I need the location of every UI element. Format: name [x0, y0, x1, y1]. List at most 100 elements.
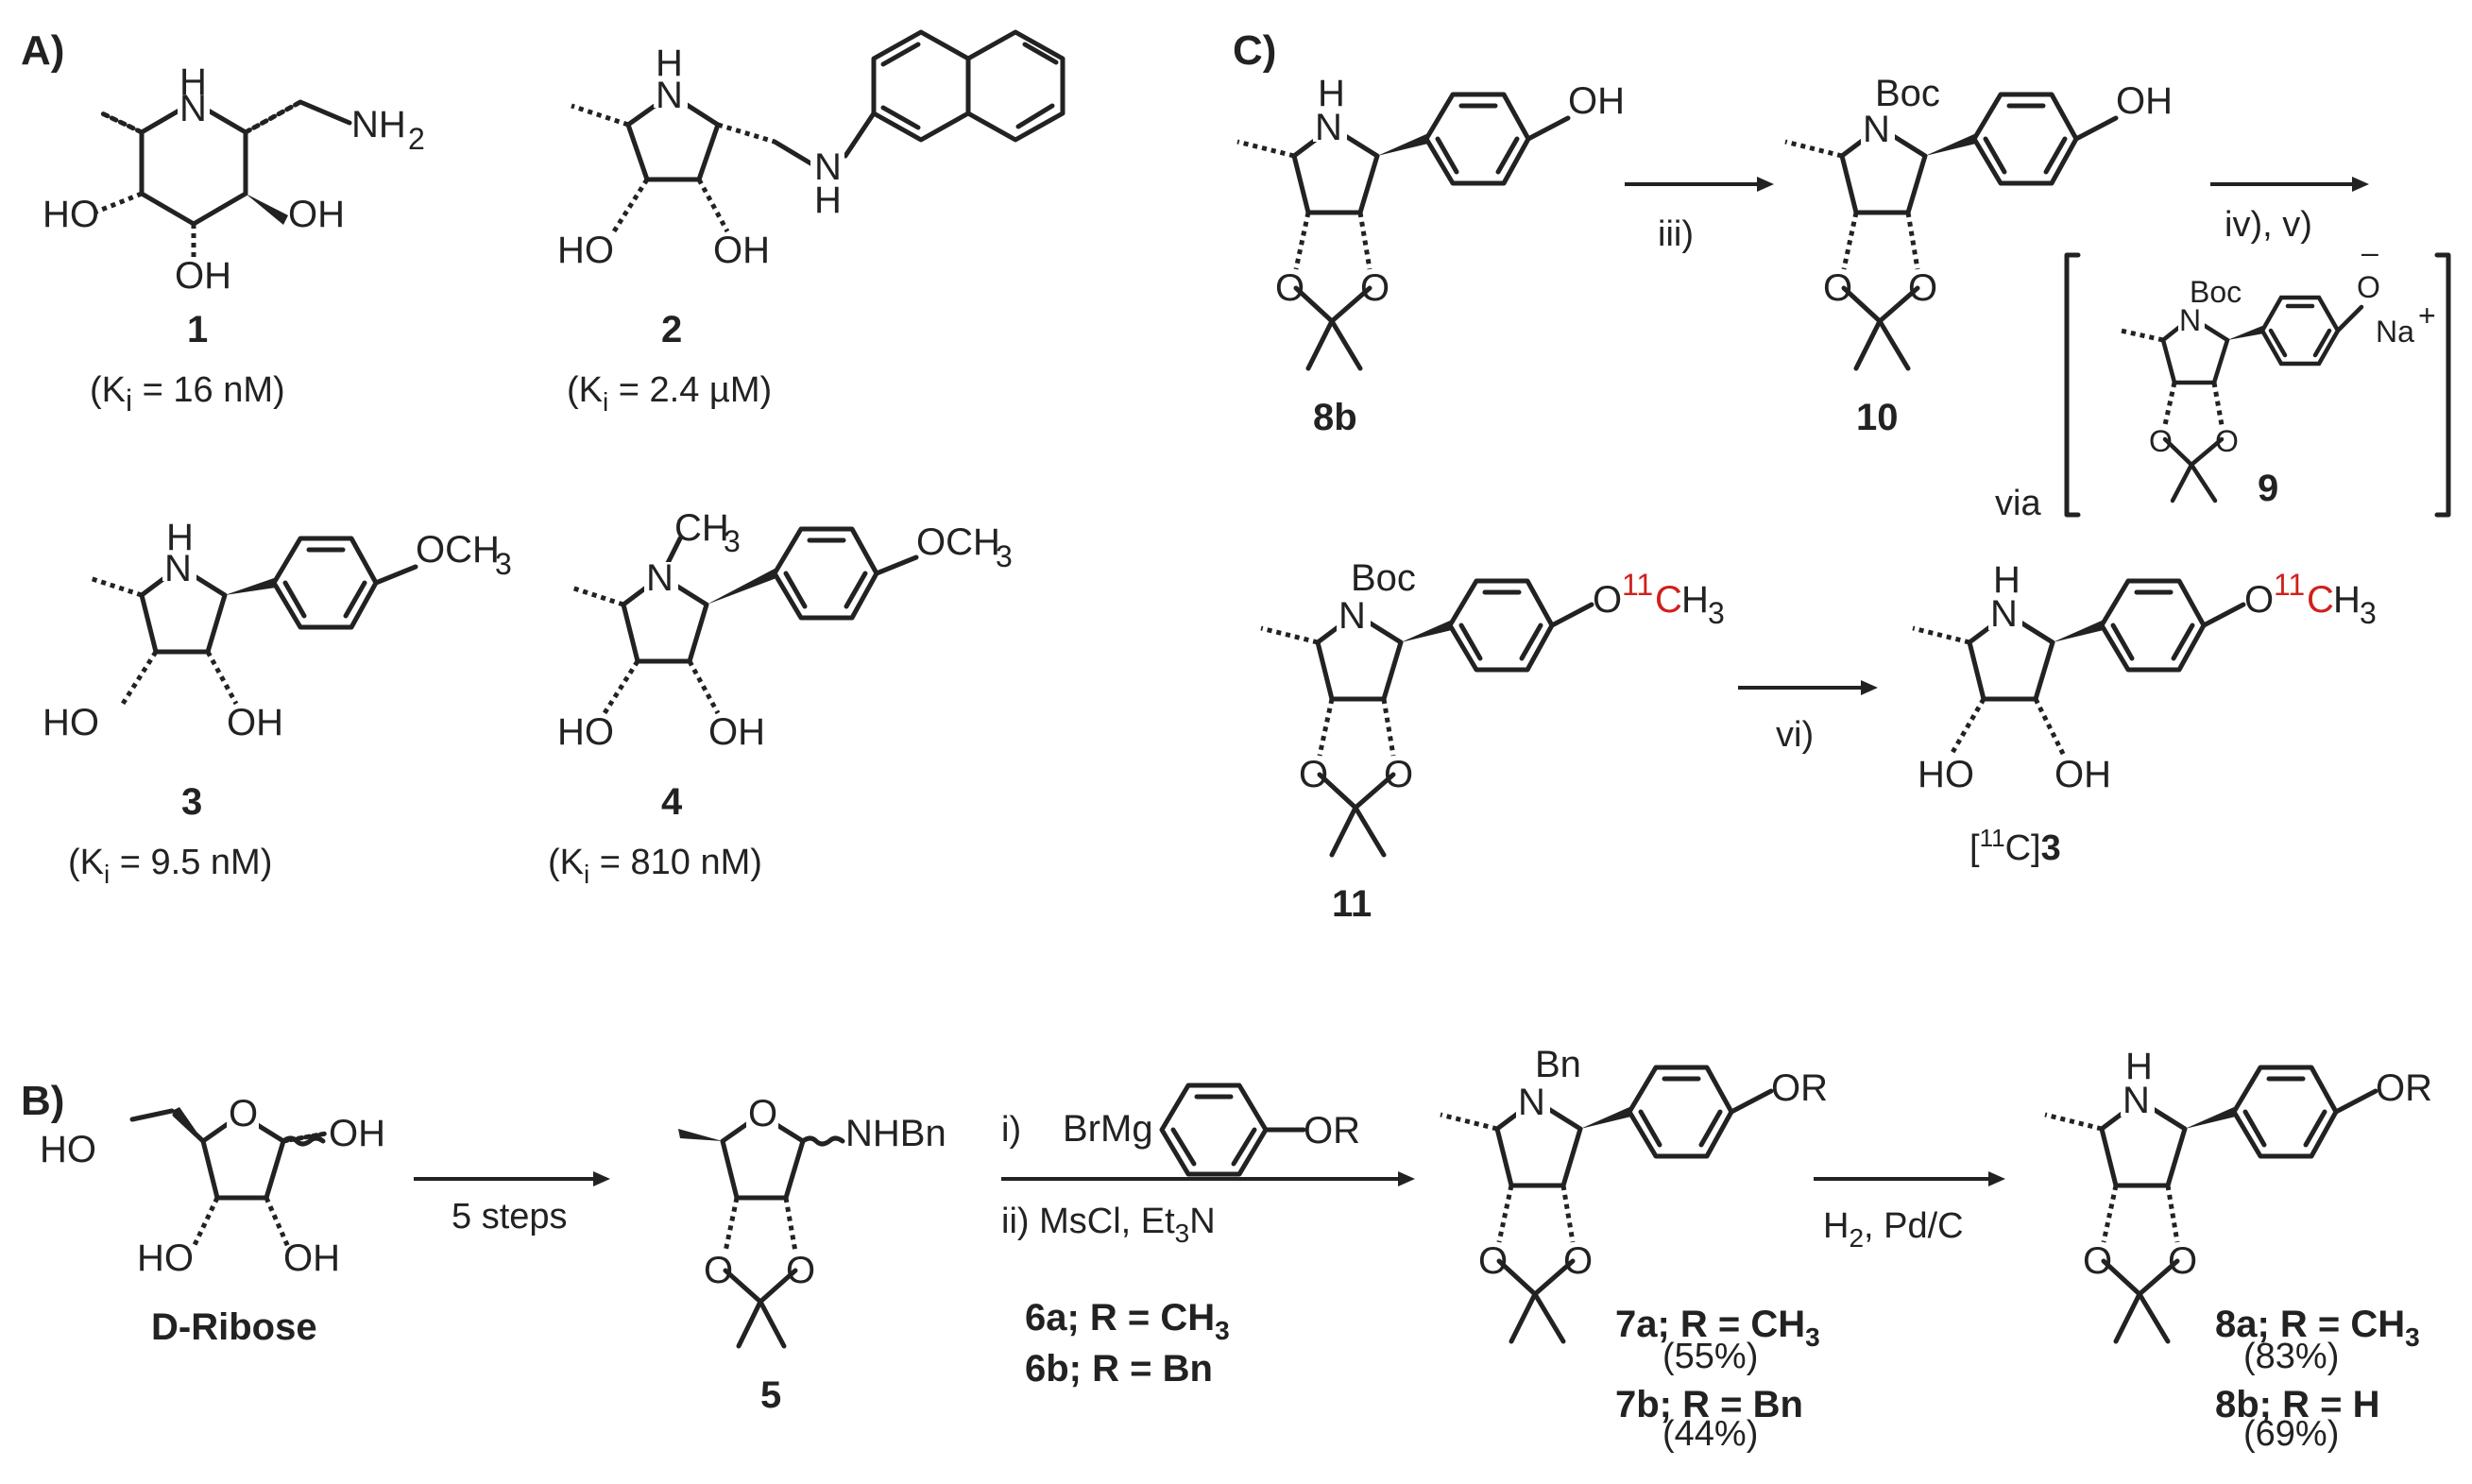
svg-text:O: O	[1908, 267, 1937, 309]
compound-10-number: 10	[1856, 397, 1899, 438]
compound-7a-yield: (55%)	[1662, 1337, 1758, 1376]
svg-text:O: O	[1563, 1240, 1593, 1282]
svg-text:N: N	[1518, 1082, 1545, 1123]
svg-text:O: O	[2083, 1240, 2112, 1282]
compound-9-structure: N Boc O – Na + O O	[2120, 235, 2436, 503]
svg-text:OCH: OCH	[416, 529, 500, 571]
svg-text:2: 2	[408, 122, 425, 156]
svg-text:OR: OR	[1771, 1067, 1828, 1109]
svg-text:C: C	[2307, 579, 2334, 621]
svg-text:O: O	[2215, 424, 2239, 458]
compound-2-structure: H N N H HO OH	[557, 29, 1066, 271]
svg-text:–: –	[2361, 235, 2378, 269]
svg-text:3: 3	[1708, 596, 1725, 630]
svg-text:O: O	[1593, 579, 1622, 621]
svg-text:HO: HO	[137, 1237, 194, 1279]
svg-text:C: C	[1655, 579, 1682, 621]
svg-text:Boc: Boc	[2190, 275, 2242, 309]
svg-text:O: O	[2168, 1240, 2197, 1282]
svg-text:O: O	[2244, 579, 2274, 621]
compound-11-number: 11	[1332, 883, 1372, 925]
svg-text:(Ki = 9.5 nM): (Ki = 9.5 nM)	[68, 843, 272, 889]
compound-4-structure: N CH 3 OCH 3 HO OH	[557, 507, 1013, 753]
compound-2-number: 2	[661, 309, 682, 350]
svg-text:O: O	[748, 1093, 777, 1134]
svg-text:11: 11	[2274, 568, 2305, 602]
svg-text:Boc: Boc	[1875, 73, 1940, 114]
svg-text:Na: Na	[2376, 315, 2414, 349]
svg-text:HO: HO	[557, 711, 614, 753]
compound-9-number: 9	[2258, 468, 2278, 509]
svg-text:O: O	[1823, 267, 1852, 309]
compound-3-structure: H N OCH 3 HO OH	[43, 517, 512, 743]
svg-text:OR: OR	[1304, 1110, 1360, 1151]
compound-8a-label: 8a; R = CH3	[2215, 1304, 2420, 1352]
svg-text:3: 3	[724, 524, 741, 558]
panel-label-b: B)	[21, 1078, 64, 1124]
svg-text:[11C]3: [11C]3	[1969, 824, 2061, 868]
svg-text:Boc: Boc	[1351, 557, 1416, 599]
svg-text:BrMg: BrMg	[1063, 1108, 1153, 1150]
svg-text:HO: HO	[1918, 754, 1974, 795]
panel-label-a: A)	[21, 27, 64, 74]
d-ribose-label: D-Ribose	[151, 1306, 317, 1348]
svg-text:HO: HO	[43, 194, 99, 235]
svg-text:H: H	[2125, 1046, 2153, 1087]
svg-text:HO: HO	[557, 230, 614, 271]
compound-1-ki: (Ki = 16 nM)	[90, 370, 285, 418]
svg-text:OH: OH	[283, 1237, 340, 1279]
compound-5-number: 5	[760, 1374, 781, 1416]
svg-text:NH: NH	[351, 104, 406, 145]
compound-4-ki: (Ki = 810 nM)	[548, 843, 762, 889]
svg-text:HO: HO	[40, 1129, 96, 1170]
svg-text:H: H	[179, 61, 207, 103]
svg-text:N: N	[814, 146, 842, 188]
svg-text:N: N	[1315, 107, 1342, 148]
svg-text:H: H	[2333, 579, 2361, 621]
compound-11c-3-structure: H N O 11 C H 3 HO OH	[1912, 559, 2377, 795]
compound-5-structure: O NHBn O O	[678, 1093, 946, 1349]
compound-10-structure: N Boc OH O O	[1784, 73, 2173, 371]
svg-text:(Ki = 810 nM): (Ki = 810 nM)	[548, 843, 762, 889]
d-ribose-structure: O OH HO HO OH	[40, 1093, 385, 1279]
svg-text:CH: CH	[674, 507, 729, 549]
reagent-vi: vi)	[1776, 715, 1814, 755]
svg-text:O: O	[2357, 270, 2380, 304]
svg-text:OH: OH	[227, 702, 283, 743]
svg-text:OH: OH	[288, 194, 345, 235]
svg-text:O: O	[786, 1250, 815, 1291]
compound-8b-label: 8b; R = H	[2215, 1384, 2379, 1425]
svg-text:H: H	[166, 517, 194, 558]
svg-text:OH: OH	[329, 1113, 385, 1154]
svg-text:N: N	[1338, 595, 1366, 637]
svg-text:O: O	[704, 1250, 733, 1291]
compound-7a-label: 7a; R = CH3	[1615, 1304, 1820, 1352]
compound-8b-yield: (69%)	[2243, 1414, 2339, 1454]
reagent-ii: ii) MsCl, Et3N	[1001, 1202, 1216, 1248]
compound-11-structure: N Boc O 11 C H 3 O O	[1260, 557, 1725, 858]
reagent-5-steps: 5 steps	[452, 1197, 568, 1237]
svg-text:H: H	[1993, 559, 2020, 601]
svg-text:(Ki = 16 nM): (Ki = 16 nM)	[90, 370, 285, 418]
compound-6a-label: 6a; R = CH3	[1025, 1297, 1230, 1345]
svg-text:N: N	[1990, 593, 2018, 635]
svg-text:N: N	[164, 548, 192, 589]
svg-text:OH: OH	[708, 711, 765, 753]
svg-text:(Ki = 2.4 µM): (Ki = 2.4 µM)	[567, 370, 772, 417]
bracket-left	[2064, 252, 2081, 518]
compound-8b-structure: H N OH O O	[1236, 73, 1625, 371]
compound-3-number: 3	[181, 781, 202, 823]
svg-text:O: O	[1299, 754, 1328, 795]
compound-1-number: 1	[187, 309, 208, 350]
svg-text:O: O	[229, 1093, 258, 1134]
svg-text:OH: OH	[2116, 80, 2173, 122]
svg-text:H: H	[1681, 579, 1709, 621]
svg-text:OH: OH	[2054, 754, 2111, 795]
svg-text:H: H	[814, 179, 842, 221]
compound-8-structure: H N OR O O	[2044, 1046, 2432, 1344]
bracket-right	[2434, 252, 2451, 518]
reagent-iii: iii)	[1658, 214, 1694, 254]
compound-11c-3-label: [11C]3	[1969, 824, 2061, 868]
svg-text:N: N	[2179, 303, 2201, 337]
svg-text:N: N	[1863, 109, 1890, 150]
